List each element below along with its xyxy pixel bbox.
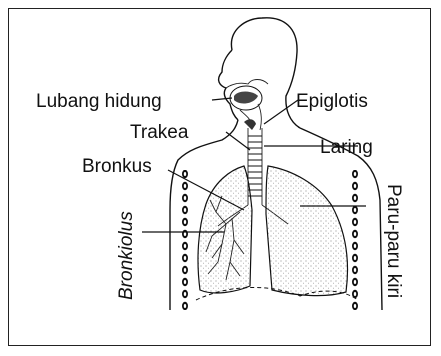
label-epiglotis: Epiglotis xyxy=(296,91,368,112)
label-laring: Laring xyxy=(320,137,373,158)
label-paru-paru-kiri: Paru-paru kiri xyxy=(383,184,404,298)
label-bronkiolus: Bronkiolus xyxy=(116,211,137,300)
left-rib-wall xyxy=(180,170,192,310)
label-bronkus: Bronkus xyxy=(82,156,152,177)
left-lung xyxy=(266,166,347,296)
right-lung xyxy=(198,166,252,293)
head-interior xyxy=(226,80,268,131)
label-lubang-hidung: Lubang hidung xyxy=(36,91,162,112)
right-rib-wall xyxy=(350,170,362,310)
label-trakea: Trakea xyxy=(130,122,189,143)
